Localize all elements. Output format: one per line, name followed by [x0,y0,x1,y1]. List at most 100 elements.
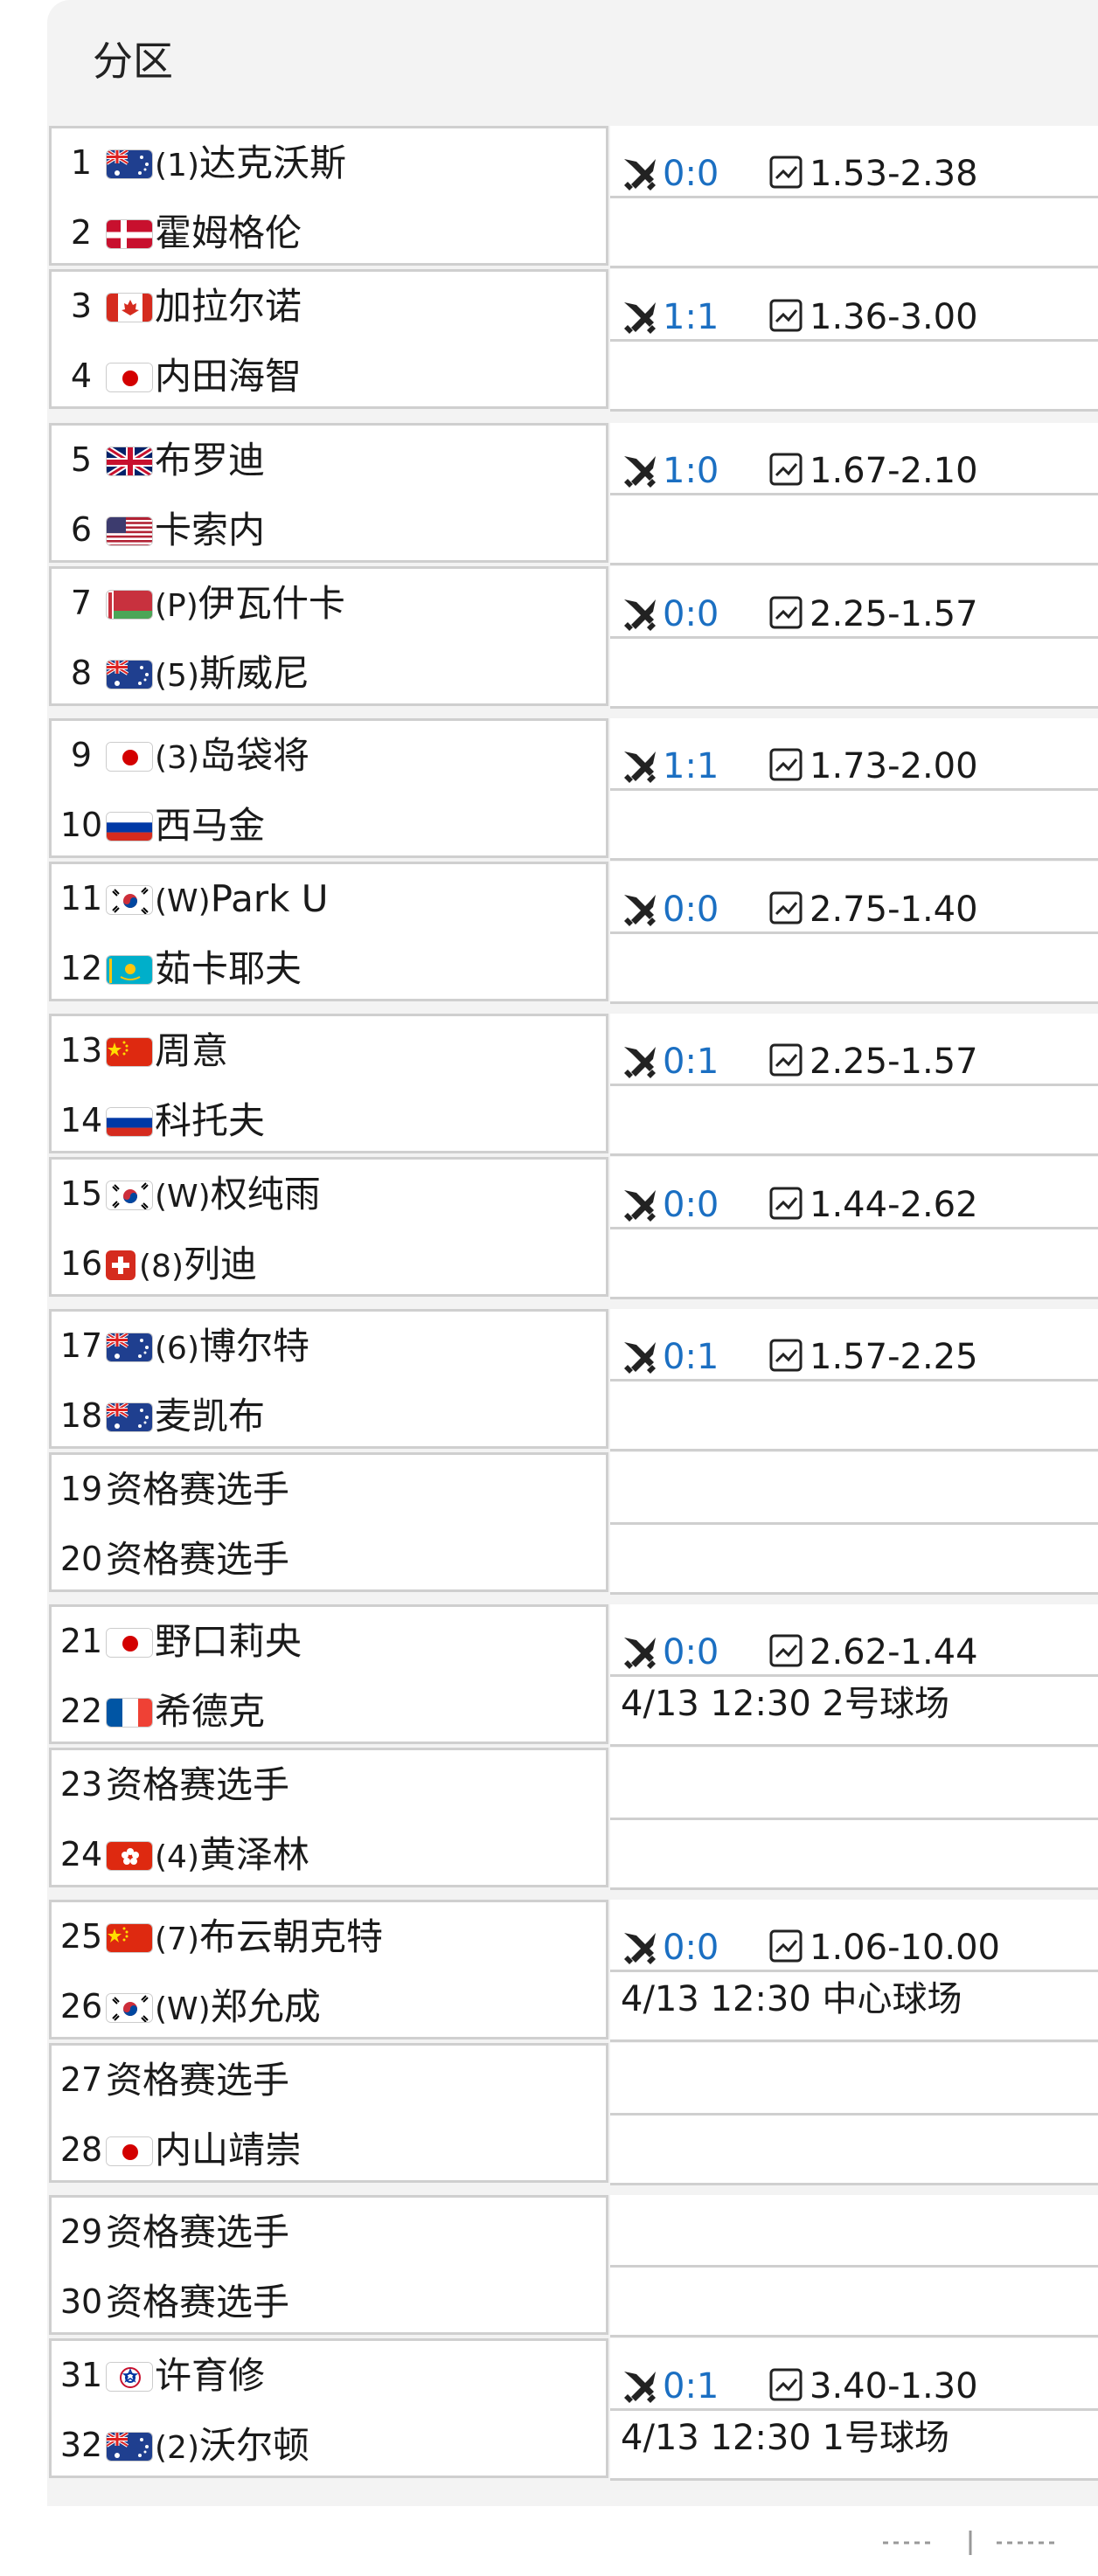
crossed-swords-icon[interactable] [621,1043,659,1082]
line-chart-icon[interactable] [769,1043,803,1077]
line-chart-icon[interactable] [769,1187,803,1220]
player-row[interactable]: 15 (W)权纯雨 [52,1160,611,1229]
match-card[interactable]: 29 资格赛选手 30 资格赛选手 [49,2195,608,2335]
player-row[interactable]: 26 (W)郑允成 [52,1972,611,2042]
crossed-swords-icon[interactable] [621,596,659,634]
player-row[interactable]: 30 资格赛选手 [52,2268,611,2337]
h2h-score[interactable]: 0:0 [663,154,719,194]
odds[interactable]: 1.57-2.25 [810,1337,978,1377]
line-chart-icon[interactable] [769,453,803,486]
line-chart-icon[interactable] [769,596,803,629]
odds[interactable]: 1.44-2.62 [810,1185,978,1225]
h2h-score[interactable]: 0:0 [663,1632,719,1672]
h2h-score[interactable]: 1:0 [663,451,719,491]
match-card[interactable]: 31 许育修 32 (2)沃尔顿 [49,2338,608,2478]
match-card[interactable]: 5 布罗迪 6 卡索内 [49,423,608,563]
crossed-swords-icon[interactable] [621,891,659,930]
player-row[interactable]: 14 科托夫 [52,1086,611,1156]
crossed-swords-icon[interactable] [621,2368,659,2406]
match-card[interactable]: 13 周意 14 科托夫 [49,1014,608,1153]
match-card[interactable]: 25 (7)布云朝克特 26 (W)郑允成 [49,1900,608,2039]
line-chart-icon[interactable] [769,1339,803,1372]
player-row[interactable]: 2 霍姆格伦 [52,198,611,268]
odds[interactable]: 1.06-10.00 [810,1928,1001,1968]
player-row[interactable]: 25 (7)布云朝克特 [52,1902,611,1972]
player-row[interactable]: 19 资格赛选手 [52,1455,611,1525]
player-row[interactable]: 4 内田海智 [52,342,611,412]
player-row[interactable]: 12 茹卡耶夫 [52,934,611,1004]
match-info: 1:1 1.73-2.00 [610,718,1098,861]
odds[interactable]: 2.62-1.44 [810,1632,978,1672]
player-row[interactable]: 11 (W)Park U [52,864,611,934]
crossed-swords-icon[interactable] [621,1339,659,1377]
odds[interactable]: 3.40-1.30 [810,2366,978,2406]
crossed-swords-icon[interactable] [621,156,659,194]
match-card[interactable]: 11 (W)Park U 12 茹卡耶夫 [49,862,608,1001]
crossed-swords-icon[interactable] [621,1187,659,1225]
h2h-score[interactable]: 0:0 [663,1185,719,1225]
line-chart-icon[interactable] [769,2368,803,2401]
h2h-score[interactable]: 0:1 [663,1337,719,1377]
h2h-score[interactable]: 0:0 [663,1928,719,1968]
player-row[interactable]: 6 卡索内 [52,495,611,565]
odds[interactable]: 1.36-3.00 [810,297,978,337]
player-row[interactable]: 9 (3)岛袋将 [52,721,611,791]
line-chart-icon[interactable] [769,891,803,924]
match-card[interactable]: 21 野口莉央 22 希德克 [49,1604,608,1744]
h2h-score[interactable]: 0:1 [663,2366,719,2406]
player-row[interactable]: 28 内山靖崇 [52,2116,611,2185]
player-row[interactable]: 22 希德克 [52,1677,611,1747]
odds[interactable]: 1.67-2.10 [810,451,978,491]
match-card[interactable]: 23 资格赛选手 24 (4)黄泽林 [49,1748,608,1887]
player-row[interactable]: 3 加拉尔诺 [52,272,611,342]
player-row[interactable]: 18 麦凯布 [52,1381,611,1451]
player-row[interactable]: 8 (5)斯威尼 [52,639,611,709]
line-chart-icon[interactable] [769,1634,803,1667]
crossed-swords-icon[interactable] [621,748,659,786]
line-chart-icon[interactable] [769,299,803,332]
match-card[interactable]: 17 (6)博尔特 18 麦凯布 [49,1309,608,1449]
player-row[interactable]: 24 (4)黄泽林 [52,1820,611,1890]
crossed-swords-icon[interactable] [621,453,659,491]
odds[interactable]: 2.25-1.57 [810,1042,978,1082]
crossed-swords-icon[interactable] [621,1634,659,1672]
match-card[interactable]: 7 (P)伊瓦什卡 8 (5)斯威尼 [49,566,608,706]
h2h-score[interactable]: 0:0 [663,890,719,930]
player-row[interactable]: 7 (P)伊瓦什卡 [52,569,611,639]
h2h-score[interactable]: 0:0 [663,594,719,634]
player-row[interactable]: 13 周意 [52,1016,611,1086]
odds[interactable]: 1.53-2.38 [810,154,978,194]
match-card[interactable]: 9 (3)岛袋将 10 西马金 [49,718,608,858]
match-card[interactable]: 3 加拉尔诺 4 内田海智 [49,269,608,409]
odds[interactable]: 2.25-1.57 [810,594,978,634]
player-row[interactable]: 32 (2)沃尔顿 [52,2411,611,2481]
player-row[interactable]: 1 (1)达克沃斯 [52,128,611,198]
player-row[interactable]: 16 (8)列迪 [52,1229,611,1299]
player-name: 资格赛选手 [106,2056,289,2105]
odds[interactable]: 2.75-1.40 [810,890,978,930]
player-row[interactable]: 27 资格赛选手 [52,2046,611,2116]
crossed-swords-icon[interactable] [621,299,659,337]
player-row[interactable]: 17 (6)博尔特 [52,1312,611,1381]
player-row[interactable]: 20 资格赛选手 [52,1525,611,1595]
odds[interactable]: 1.73-2.00 [810,746,978,786]
player-row[interactable]: 29 资格赛选手 [52,2198,611,2268]
draw-position: 28 [59,2130,103,2169]
match-card[interactable]: 1 (1)达克沃斯 2 霍姆格伦 [49,126,608,266]
match-card[interactable]: 19 资格赛选手 20 资格赛选手 [49,1452,608,1592]
draw-position: 16 [59,1244,103,1283]
crossed-swords-icon[interactable] [621,1929,659,1968]
player-row[interactable]: 31 许育修 [52,2341,611,2411]
line-chart-icon[interactable] [769,748,803,781]
h2h-score[interactable]: 1:1 [663,746,719,786]
player-row[interactable]: 21 野口莉央 [52,1607,611,1677]
line-chart-icon[interactable] [769,156,803,189]
player-row[interactable]: 10 西马金 [52,791,611,861]
h2h-score[interactable]: 1:1 [663,297,719,337]
player-row[interactable]: 5 布罗迪 [52,426,611,495]
line-chart-icon[interactable] [769,1929,803,1963]
player-row[interactable]: 23 资格赛选手 [52,1750,611,1820]
h2h-score[interactable]: 0:1 [663,1042,719,1082]
match-card[interactable]: 15 (W)权纯雨 16 (8)列迪 [49,1157,608,1297]
match-card[interactable]: 27 资格赛选手 28 内山靖崇 [49,2043,608,2183]
